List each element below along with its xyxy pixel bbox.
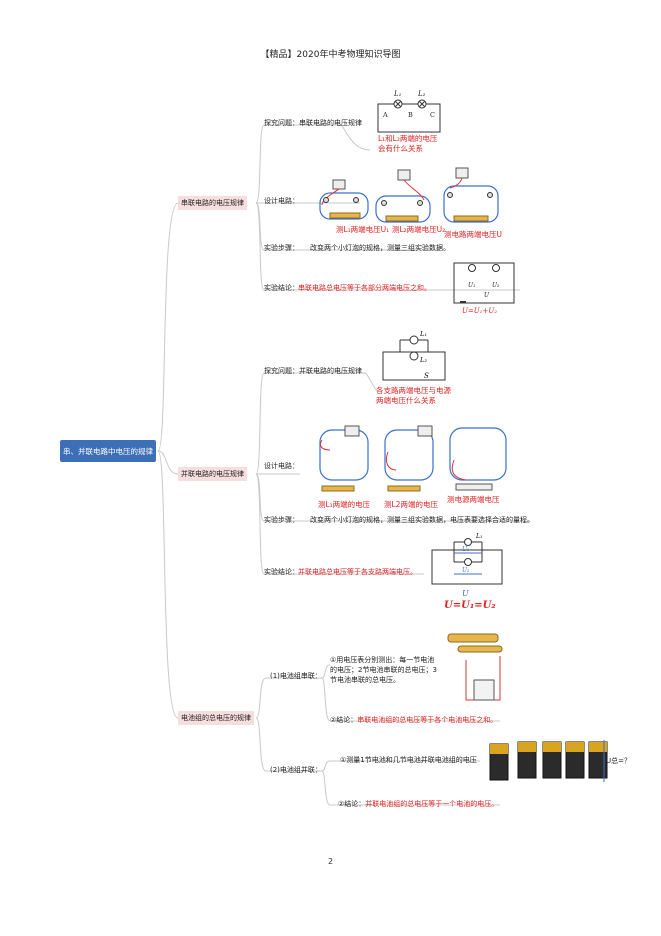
series-steps-label: 实验步骤：	[264, 244, 299, 252]
battery-series-label: (1)电池组串联：	[270, 672, 322, 680]
series-design-label: 设计电路：	[264, 197, 299, 205]
battery-series-conclusion: ②结论：串联电池组的总电压等于各个电池电压之和。	[330, 716, 498, 724]
svg-text:U: U	[462, 589, 469, 598]
svg-text:U₁: U₁	[462, 546, 469, 553]
series-steps: 改变两个小灯泡的规格，测量三组实验数据。	[310, 244, 450, 252]
parallel-design-caption-3: 测电源两端电压	[447, 495, 500, 504]
series-formula: U=U₁+U₂	[462, 307, 498, 315]
svg-text:U₂: U₂	[492, 282, 500, 289]
page-number: 2	[327, 857, 334, 866]
parallel-steps-label: 实验步骤：	[264, 516, 299, 524]
svg-text:L₁: L₁	[475, 533, 482, 540]
svg-text:U₂: U₂	[462, 567, 470, 574]
svg-text:L₂: L₂	[417, 90, 426, 98]
svg-text:C: C	[430, 111, 435, 119]
svg-text:L₂: L₂	[419, 356, 427, 364]
parallel-branch-title[interactable]: 并联电路的电压规律	[178, 467, 247, 481]
battery-series-text: ①用电压表分别测出：每一节电池的电压；2节电池串联的总电压；3节电池串联的总电压…	[330, 656, 437, 684]
root-node[interactable]: 串、并联电路中电压的规律	[60, 440, 156, 462]
battery-parallel-conclusion: ②结论：并联电池组的总电压等于一个电池的电压。	[338, 800, 499, 808]
svg-text:L₁: L₁	[393, 90, 402, 98]
series-problem-caption: L₁和L₂两端的电压会有什么关系	[378, 134, 438, 153]
parallel-steps: 改变两个小灯泡的规格，测量三组实验数据，电压表要选择合适的量程。	[310, 516, 534, 524]
svg-text:A: A	[382, 111, 388, 119]
svg-text:B: B	[408, 111, 413, 119]
parallel-problem: 探究问题：并联电路的电压规律	[264, 367, 362, 375]
svg-text:S: S	[424, 372, 429, 380]
parallel-conclusion-label: 实验结论：	[264, 568, 299, 576]
svg-text:U: U	[484, 292, 490, 299]
svg-text:L₁: L₁	[419, 330, 427, 338]
series-conclusion-label: 实验结论：	[264, 284, 299, 292]
series-conclusion: 串联电路总电压等于各部分两端电压之和。	[298, 284, 431, 292]
parallel-formula: U=U₁=U₂	[444, 600, 496, 611]
series-design-caption-1: 测L₁两端电压U₁	[336, 225, 390, 234]
battery-parallel-text: ①测量1节电池和几节电池并联电池组的电压	[340, 756, 477, 764]
parallel-design-label: 设计电路：	[264, 462, 299, 470]
page-header: 【精品】2020年中考物理知识导图	[260, 50, 401, 60]
series-branch-title[interactable]: 串联电路的电压规律	[178, 196, 247, 210]
svg-text:U₁: U₁	[468, 282, 475, 289]
parallel-design-caption-2: 测L2两端的电压	[384, 500, 438, 509]
parallel-design-caption-1: 测L₁两端的电压	[318, 500, 371, 509]
series-problem: 探究问题：串联电路的电压规律	[264, 119, 362, 127]
series-design-caption-2: 测L₂两端电压U₂	[392, 225, 446, 234]
battery-parallel-label: (2)电池组并联：	[270, 766, 322, 774]
battery-voltage-label: U总=？	[606, 757, 631, 765]
battery-branch-title[interactable]: 电池组的总电压的规律	[178, 711, 254, 725]
series-design-caption-3: 测电路两端电压U	[444, 230, 502, 239]
parallel-problem-caption: 各支路两端电压与电源两端电压什么关系	[376, 386, 451, 405]
parallel-conclusion: 并联电路总电压等于各支路两端电压。	[298, 568, 417, 576]
